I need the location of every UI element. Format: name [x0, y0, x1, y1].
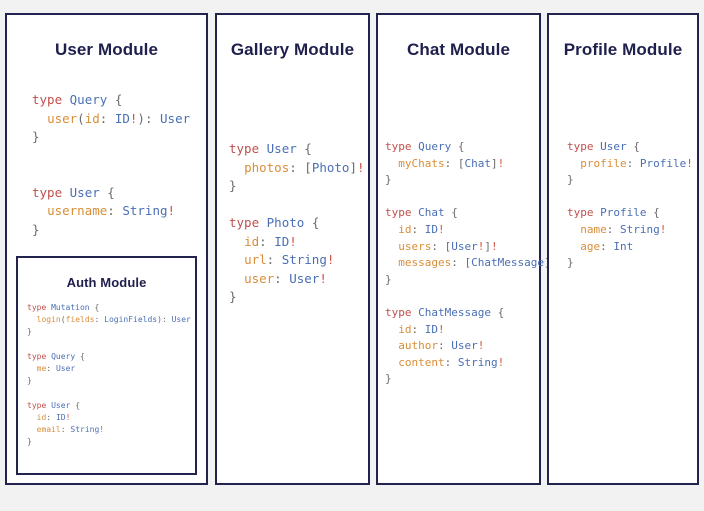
code-line: users: [User!]! [398, 239, 498, 253]
code-line: user(id: ID!): User [47, 110, 191, 126]
code-line: me: User [36, 364, 76, 374]
code-line: id: ID! [398, 222, 445, 236]
panel-user-module[interactable]: User Module type Query { user(id: ID!): … [5, 13, 208, 485]
code-line: } [27, 437, 32, 447]
code-line: author: User! [398, 339, 485, 353]
code-line: url: String! [244, 252, 335, 267]
panel-auth-module[interactable]: Auth Module type Mutation { login(fields… [16, 256, 197, 475]
code-line: } [229, 289, 237, 304]
code-line: name: String! [580, 222, 667, 236]
code-line [385, 189, 557, 206]
code-line: } [32, 221, 40, 237]
code-line: } [229, 178, 237, 193]
code-block-user-module: type Query { user(id: ID!): User} type U… [32, 91, 190, 239]
panel-profile-module[interactable]: Profile Module type User { profile: Prof… [547, 13, 699, 485]
code-line: } [27, 327, 32, 337]
code-line: type Query { [32, 92, 123, 107]
panel-title-auth-module: Auth Module [66, 275, 147, 290]
code-line: } [567, 173, 574, 187]
code-block-auth-module: type Mutation { login(fields: LoginField… [27, 302, 191, 448]
code-line: type Mutation { [27, 303, 100, 312]
code-line: id: ID! [36, 412, 71, 422]
code-line: id: ID! [244, 233, 297, 249]
code-line [32, 165, 190, 184]
code-line: messages: [ChatMessage]! [398, 256, 557, 270]
code-line [27, 339, 191, 351]
code-line: type Query { [385, 140, 465, 153]
code-line [27, 387, 191, 399]
code-block-gallery-module: type User { photos: [Photo]!} type Photo… [229, 140, 365, 307]
code-line: user: User! [244, 270, 327, 286]
code-line [229, 196, 365, 215]
code-line: type Chat { [385, 206, 458, 220]
code-line: type User { [27, 400, 81, 410]
code-line: } [385, 173, 392, 187]
panel-title-user-module: User Module [54, 40, 159, 59]
code-line [32, 147, 190, 166]
code-line [567, 189, 693, 206]
code-line: login(fields: LoginFields): User [36, 315, 191, 325]
code-line: type Query { [27, 351, 85, 361]
code-line: type User { [567, 140, 640, 153]
code-line: myChats: [Chat]! [398, 156, 505, 170]
code-block-profile-module: type User { profile: Profile!} type Prof… [567, 139, 693, 272]
code-line: photos: [Photo]! [244, 159, 365, 175]
code-line: content: String! [398, 355, 505, 369]
code-line: email: String! [36, 425, 105, 435]
code-line: type User { [32, 184, 115, 200]
code-line: } [385, 372, 392, 386]
code-block-chat-module: type Query { myChats: [Chat]!} type Chat… [385, 139, 557, 388]
code-line: } [27, 376, 32, 386]
panel-gallery-module[interactable]: Gallery Module type User { photos: [Phot… [215, 13, 370, 485]
code-line: age: Int [580, 239, 634, 253]
code-line: type Profile { [567, 206, 660, 220]
panel-chat-module[interactable]: Chat Module type Query { myChats: [Chat]… [376, 13, 557, 485]
code-line: type User { [229, 141, 312, 156]
code-line [385, 288, 557, 305]
code-line: } [32, 129, 40, 144]
code-line: } [567, 256, 574, 270]
code-line: profile: Profile! [580, 156, 693, 170]
code-line: type Photo { [229, 215, 320, 230]
panel-title-profile-module: Profile Module [563, 40, 683, 59]
code-line: } [385, 272, 392, 286]
panel-title-chat-module: Chat Module [406, 40, 511, 59]
code-line: id: ID! [398, 322, 445, 336]
code-line: type ChatMessage { [385, 305, 505, 319]
panel-title-gallery-module: Gallery Module [230, 40, 355, 59]
code-line: username: String! [47, 203, 176, 218]
